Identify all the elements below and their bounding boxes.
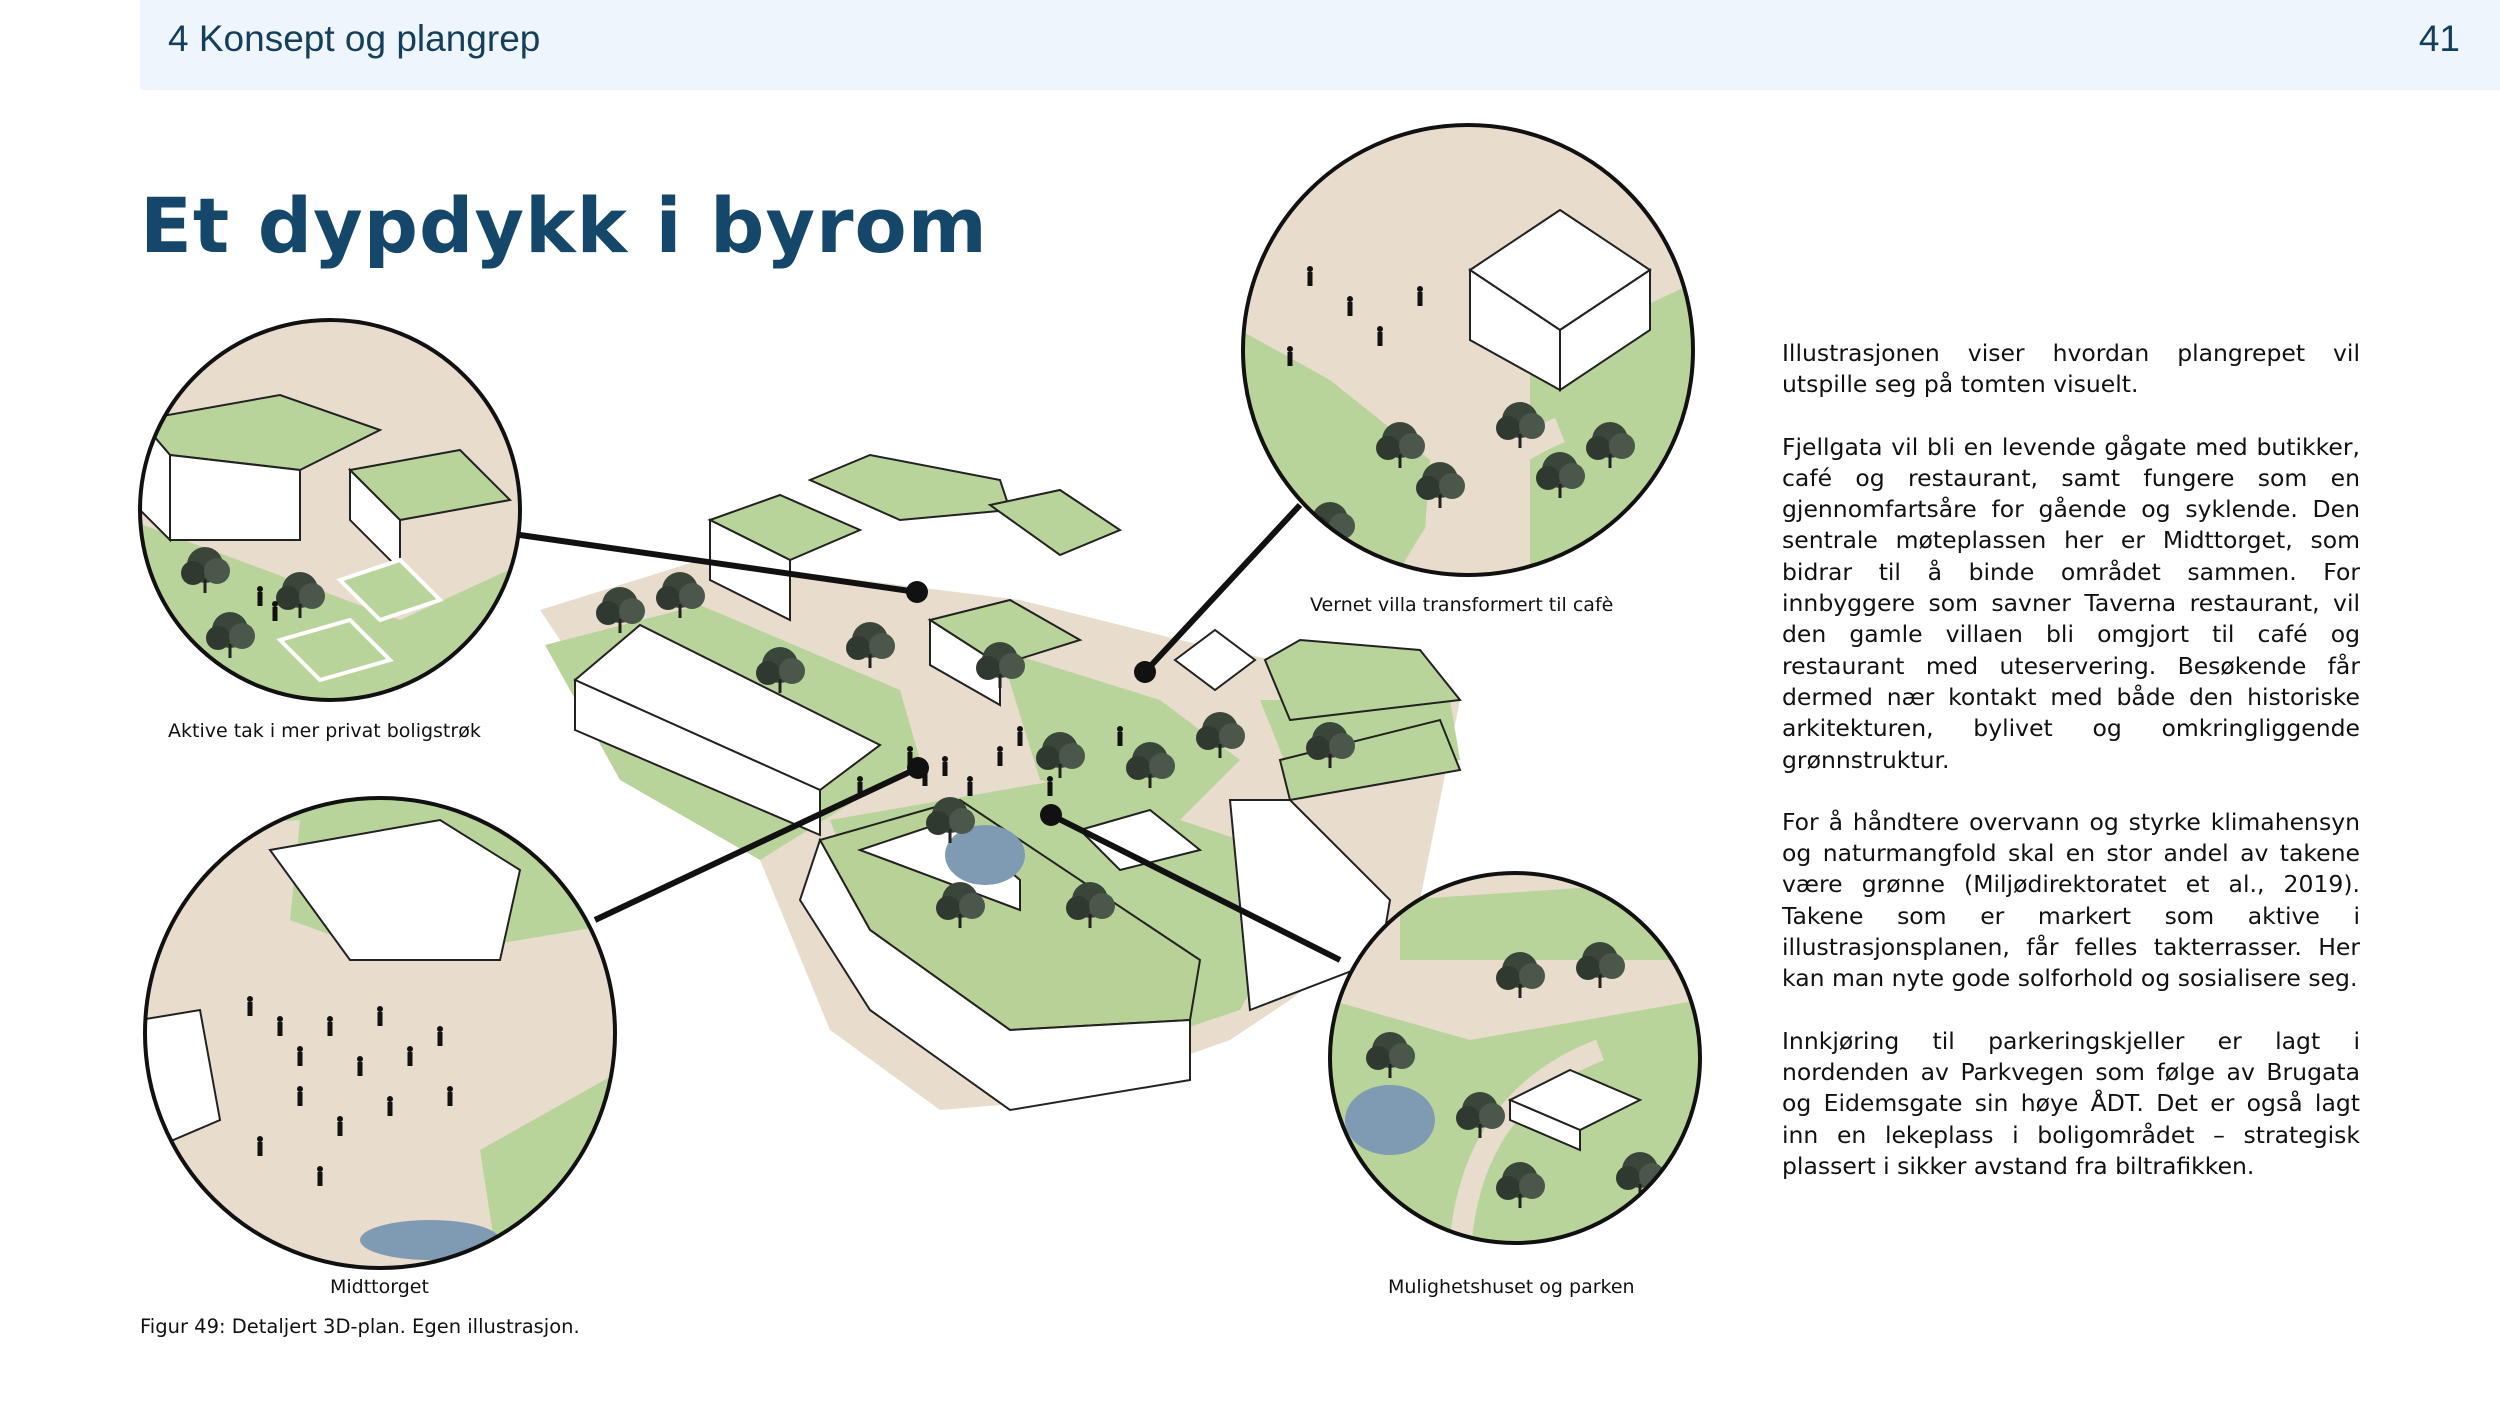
detail-circle-roofs	[138, 318, 522, 702]
detail-circle-villa	[1241, 123, 1695, 577]
page-number: 41	[2418, 18, 2460, 59]
section-title: 4 Konsept og plangrep	[168, 18, 541, 59]
caption-roofs: Aktive tak i mer privat boligstrøk	[168, 720, 481, 742]
paragraph: Illustrasjonen viser hvordan plangrepet …	[1782, 339, 2360, 399]
caption-villa: Vernet villa transformert til cafè	[1310, 594, 1614, 616]
callout-dots	[906, 581, 1156, 826]
paragraph: Innkjøring til parkeringskjeller er lagt…	[1782, 1026, 2360, 1180]
body-text: Illustrasjonen viser hvordan plangrepet …	[1782, 338, 2360, 1213]
detail-circle-park	[1328, 871, 1702, 1245]
callout-lines	[519, 502, 1342, 963]
central-3d-plan	[540, 453, 1462, 1112]
detail-circle-square	[143, 796, 617, 1270]
paragraph: For å håndtere overvann og styrke klimah…	[1782, 807, 2360, 993]
header-bar: 4 Konsept og plangrep 41	[140, 0, 2500, 90]
caption-park: Mulighetshuset og parken	[1388, 1276, 1635, 1298]
paragraph: Fjellgata vil bli en levende gågate med …	[1782, 432, 2360, 774]
page-title: Et dypdykk i byrom	[140, 180, 988, 270]
figure-caption: Figur 49: Detaljert 3D-plan. Egen illust…	[140, 1315, 580, 1338]
caption-square: Midttorget	[330, 1276, 429, 1298]
